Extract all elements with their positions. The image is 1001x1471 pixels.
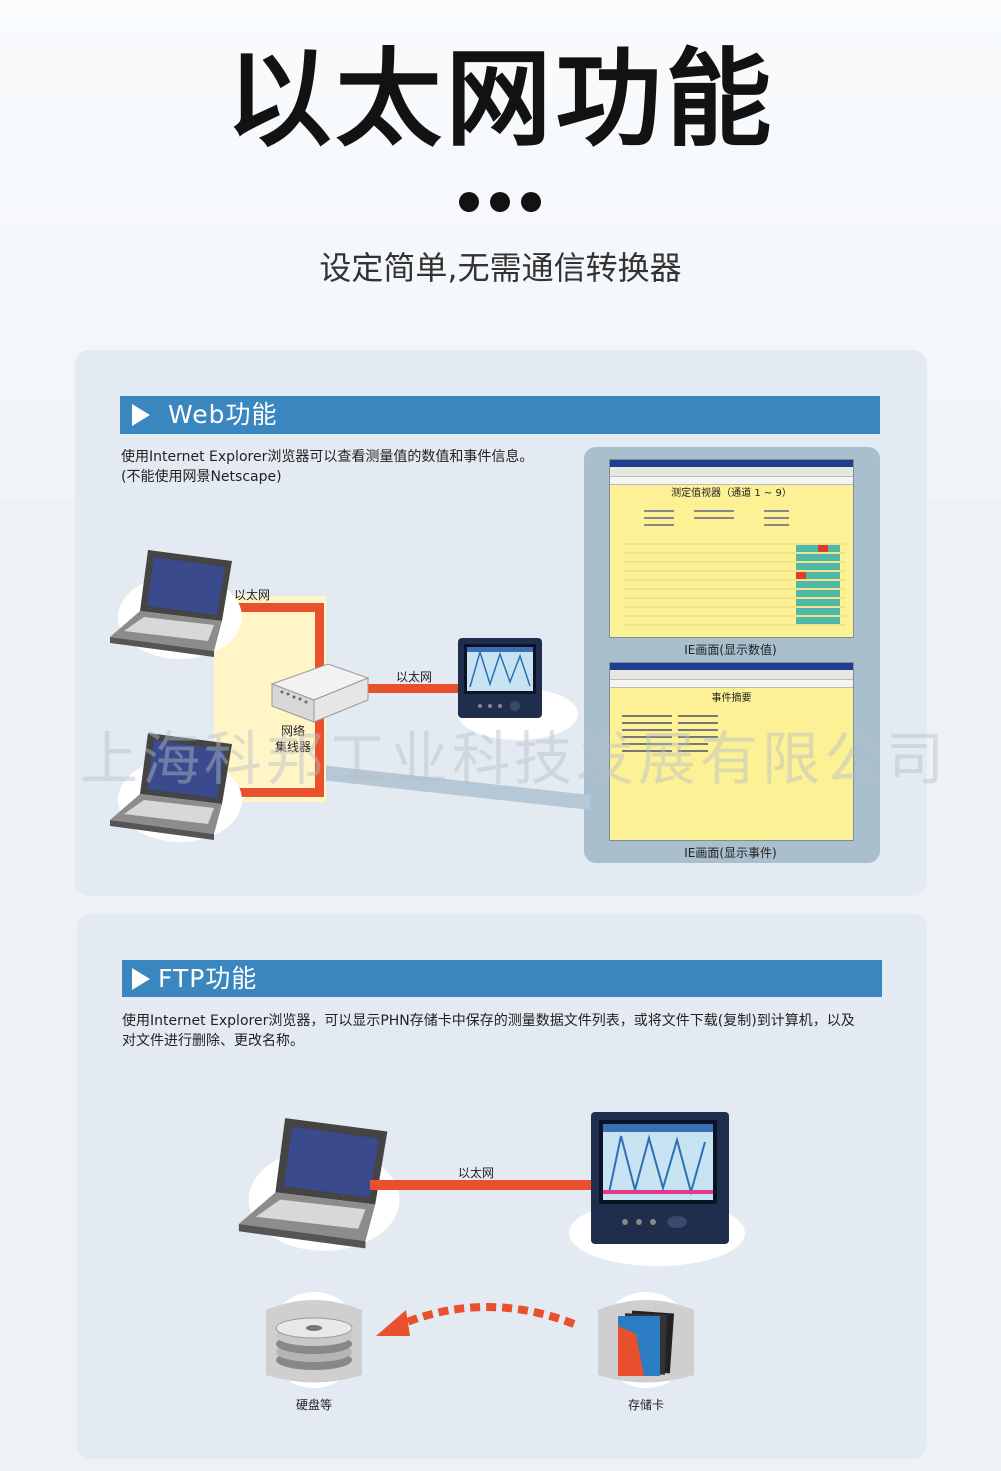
screen-title: 事件摘要 (711, 693, 752, 704)
ethernet-label: 以太网 (234, 588, 271, 602)
ftp-section-title: FTP功能 (158, 964, 258, 993)
ethernet-cable (214, 603, 324, 612)
hub-label: 网络 集线器 (268, 723, 318, 755)
laptop-icon (238, 1118, 400, 1251)
screen-title: 测定值视器（通道 1 ~ 9） (671, 488, 792, 499)
recorder-device-icon (458, 638, 578, 740)
play-arrow-icon (132, 404, 150, 426)
laptop-icon (110, 550, 242, 659)
laptop-icon (110, 733, 242, 842)
ethernet-cable (370, 1180, 595, 1190)
watermark: 上海科邦工业科技发展有限公司 (80, 725, 949, 793)
screen-caption: IE画面(显示数值) (684, 643, 777, 657)
value-table-graphic (624, 510, 846, 626)
ethernet-label: 以太网 (396, 670, 433, 684)
memory-card-icon (598, 1292, 694, 1388)
dot (490, 192, 510, 212)
hub-label-line: 集线器 (274, 740, 311, 754)
ftp-description-line: 对文件进行删除、更改名称。 (122, 1033, 304, 1049)
address-bar (610, 680, 853, 688)
page-subtitle: 设定简单,无需通信转换器 (319, 249, 682, 287)
hub-label-line: 网络 (280, 724, 305, 738)
recorder-device-icon (569, 1112, 745, 1266)
page-title: 以太网功能 (225, 38, 776, 161)
ethernet-label: 以太网 (458, 1166, 495, 1180)
web-section-title: Web功能 (168, 400, 278, 429)
dot-separator (459, 192, 543, 214)
hard-disk-icon (266, 1292, 362, 1388)
ethernet-cable (350, 684, 465, 693)
network-hub-icon (270, 663, 370, 723)
dot (521, 192, 541, 212)
web-section-header: Web功能 (120, 396, 880, 434)
web-description-line: (不能使用网景Netscape) (121, 469, 282, 485)
window-titlebar (610, 663, 853, 670)
address-bar (610, 477, 853, 485)
screen-caption: IE画面(显示事件) (684, 846, 777, 860)
web-description: 使用Internet Explorer浏览器可以查看测量值的数值和事件信息。 (… (121, 447, 533, 487)
ftp-description: 使用Internet Explorer浏览器，可以显示PHN存储卡中保存的测量数… (122, 1011, 855, 1051)
window-toolbar (610, 670, 853, 680)
window-titlebar (610, 460, 853, 467)
projection-beam (320, 765, 590, 810)
web-description-line: 使用Internet Explorer浏览器可以查看测量值的数值和事件信息。 (121, 449, 534, 465)
card-label: 存储卡 (627, 1398, 664, 1412)
play-arrow-icon (132, 968, 150, 990)
ie-value-screen: 测定值视器（通道 1 ~ 9） (609, 459, 854, 638)
window-toolbar (610, 467, 853, 477)
hdd-label: 硬盘等 (295, 1398, 332, 1412)
ftp-description-line: 使用Internet Explorer浏览器，可以显示PHN存储卡中保存的测量数… (122, 1013, 855, 1029)
ethernet-cable (214, 788, 324, 797)
dot (459, 192, 479, 212)
ftp-section-header: FTP功能 (122, 960, 882, 997)
event-list-graphic (622, 715, 718, 752)
ie-event-screen: 事件摘要 (609, 662, 854, 841)
transfer-arrow-icon (376, 1303, 576, 1336)
